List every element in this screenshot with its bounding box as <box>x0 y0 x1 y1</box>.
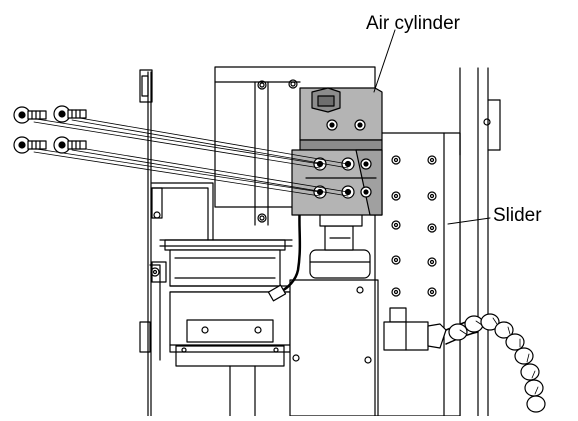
air-fitting <box>383 307 447 351</box>
air-cylinder-label: Air cylinder <box>366 13 460 34</box>
slider-plate <box>374 132 461 417</box>
screw-4 <box>53 136 87 154</box>
coupling <box>309 207 371 279</box>
flexible-hose <box>445 313 546 413</box>
screws <box>13 105 349 197</box>
cylinder-bolts <box>313 157 372 199</box>
air-cylinder <box>291 87 383 216</box>
screw-2 <box>53 105 87 123</box>
right-frame <box>459 67 501 417</box>
cable <box>267 203 302 302</box>
leader-lines <box>373 29 491 225</box>
screw-3 <box>13 136 47 154</box>
drum-assembly <box>169 249 291 367</box>
slider-label: Slider <box>493 205 542 226</box>
screw-1 <box>13 106 47 124</box>
slider-holes <box>391 155 437 297</box>
left-column <box>139 69 153 417</box>
base-block <box>229 279 379 417</box>
